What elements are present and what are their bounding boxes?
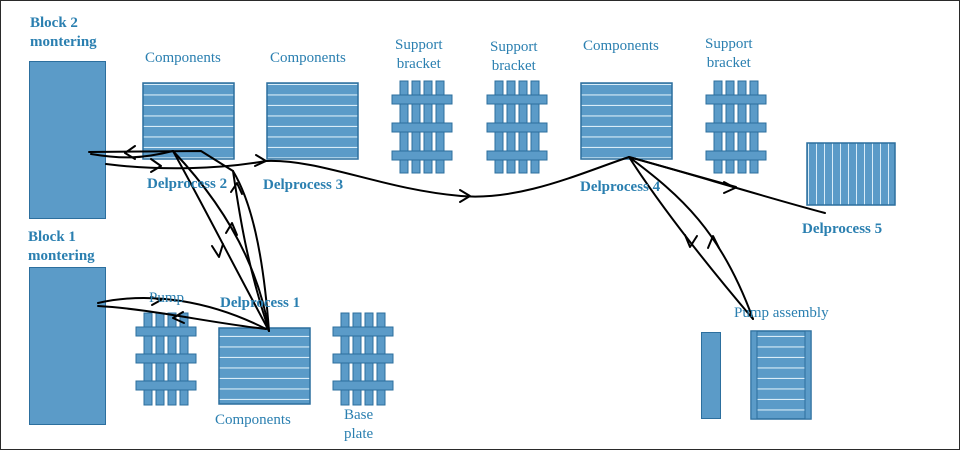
- support-bracket-label-3-line2: bracket: [706, 55, 751, 71]
- support-bracket-grid-1: [391, 80, 453, 174]
- support-bracket-label-3-line1: Support: [705, 36, 753, 52]
- support-bracket-label-2-line1: Support: [490, 39, 538, 55]
- block-1-label-line1: Block 1: [28, 229, 76, 245]
- components-label-3: Components: [583, 38, 659, 54]
- base-plate-label-line2: plate: [344, 426, 374, 442]
- block-2-label-line2: montering: [30, 34, 97, 50]
- base-plate-label-line1: Base: [344, 407, 374, 423]
- components-label-1: Components: [145, 50, 221, 66]
- support-bracket-label-3: Support bracket: [705, 35, 753, 73]
- components-label-4: Components: [215, 412, 291, 428]
- support-bracket-label-2: Support bracket: [490, 38, 538, 76]
- pump-assembly-side-panel: [701, 332, 721, 419]
- block-2-label: Block 2 montering: [30, 14, 97, 52]
- support-bracket-label-2-line2: bracket: [491, 58, 536, 74]
- delprocess-3-label: Delprocess 3: [263, 177, 344, 193]
- block-1-station: [29, 267, 106, 425]
- components-stack-3: [580, 82, 673, 160]
- flow-arrowheads: [124, 145, 736, 324]
- delprocess-5-label: Delprocess 5: [802, 221, 883, 237]
- components-stack-4: [218, 327, 311, 405]
- support-bracket-label-1-line1: Support: [395, 37, 443, 53]
- pump-label: Pump: [149, 290, 185, 306]
- base-plate-grid: [332, 312, 394, 406]
- components-label-2: Components: [270, 50, 346, 66]
- support-bracket-grid-2: [486, 80, 548, 174]
- components-stack-2: [266, 82, 359, 160]
- block-1-label: Block 1 montering: [28, 228, 95, 266]
- support-bracket-grid-3: [705, 80, 767, 174]
- block-2-label-line1: Block 2: [30, 15, 78, 31]
- delprocess-4-label: Delprocess 4: [580, 179, 661, 195]
- support-bracket-label-1: Support bracket: [395, 36, 443, 74]
- support-bracket-label-1-line2: bracket: [396, 56, 441, 72]
- delprocess-2-label: Delprocess 2: [147, 176, 228, 192]
- block-2-station: [29, 61, 106, 219]
- block-1-label-line2: montering: [28, 248, 95, 264]
- pump-grid: [135, 312, 197, 406]
- pump-assembly-label: Pump assembly: [734, 305, 829, 321]
- delprocess-1-label: Delprocess 1: [220, 295, 301, 311]
- delprocess-5-unit: [806, 142, 896, 206]
- components-stack-1: [142, 82, 235, 160]
- base-plate-label: Base plate: [344, 406, 373, 444]
- pump-assembly-rack: [750, 330, 812, 420]
